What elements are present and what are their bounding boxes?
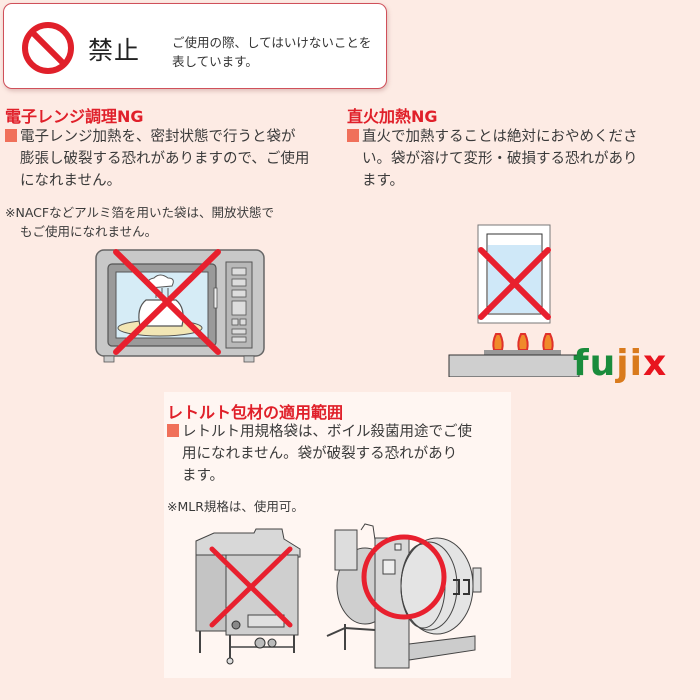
retort-section-title: レトルト包材の適用範囲 [167, 403, 344, 422]
logo-part-x: x [642, 343, 668, 384]
microwave-section-title: 電子レンジ調理NG [5, 107, 144, 126]
legend-description: ご使用の際、してはいけないことを 表しています。 [172, 33, 382, 71]
bullet-square-icon [167, 424, 179, 437]
bullet-square-icon [347, 129, 359, 142]
fujix-logo: fujix [573, 343, 667, 384]
body-line: 電子レンジ加熱を、密封状態で行うと袋が [20, 129, 296, 145]
legend-description-line: ご使用の際、してはいけないことを [172, 35, 372, 50]
body-line: 膨張し破裂する恐れがありますので、ご使用 [20, 151, 310, 167]
body-line: レトルト用規格袋は、ボイル殺菌用途でご使 [182, 424, 472, 440]
microwave-crossed-out-illustration [95, 249, 265, 363]
logo-part-fu: fu [573, 343, 617, 384]
body-line: 用になれません。袋が破裂する恐れがあり [182, 446, 458, 462]
legend-title: 禁止 [88, 36, 141, 65]
retort-section-body: レトルト用規格袋は、ボイル殺菌用途でご使 用になれません。袋が破裂する恐れがあり… [167, 421, 511, 487]
body-line: ます。 [182, 468, 225, 484]
legend-box: 禁止 ご使用の際、してはいけないことを 表しています。 [3, 3, 387, 89]
note-line: もご使用になれません。 [20, 224, 158, 239]
bag-over-gas-flame-crossed-out-illustration [448, 224, 580, 377]
body-line: ます。 [362, 173, 405, 189]
logo-part-ji: ji [616, 343, 643, 384]
bullet-square-icon [5, 129, 17, 142]
prohibited-icon [22, 22, 74, 74]
note-line: ※NACFなどアルミ箔を用いた袋は、開放状態で [5, 205, 274, 220]
retort-section-note: ※MLR規格は、使用可。 [167, 499, 304, 514]
body-line: になれません。 [20, 173, 122, 189]
body-line: 直火で加熱することは絶対におやめくださ [362, 129, 638, 145]
microwave-section-body: 電子レンジ加熱を、密封状態で行うと袋が 膨張し破裂する恐れがありますので、ご使用… [5, 126, 345, 192]
legend-description-line: 表しています。 [172, 54, 258, 69]
direct-fire-section-body: 直火で加熱することは絶対におやめくださ い。袋が溶けて変形・破損する恐れがあり … [347, 126, 697, 192]
boil-sterilizer-crossed-out-illustration [195, 528, 301, 665]
body-line: い。袋が溶けて変形・破損する恐れがあり [362, 151, 638, 167]
microwave-section-note: ※NACFなどアルミ箔を用いた袋は、開放状態で もご使用になれません。 [5, 203, 345, 241]
retort-autoclave-circled-illustration [326, 523, 482, 669]
direct-fire-section-title: 直火加熱NG [347, 107, 438, 126]
